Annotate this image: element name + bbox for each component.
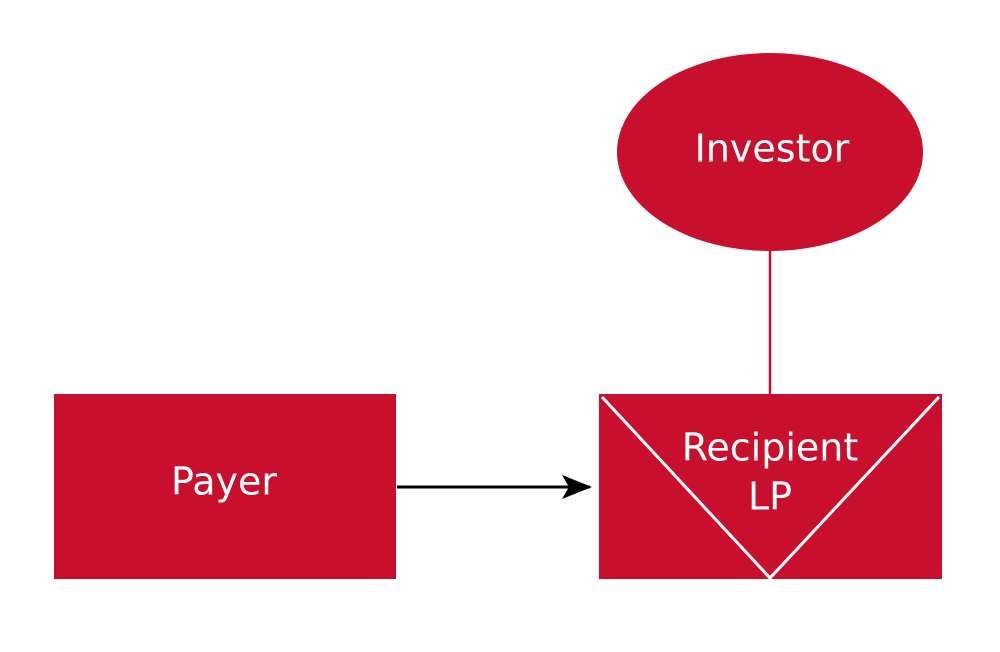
recipient-rectangle	[599, 394, 942, 579]
payer-node: Payer	[54, 394, 396, 579]
recipient-label-line1: Recipient	[682, 426, 859, 470]
investor-label: Investor	[695, 127, 850, 171]
recipient-label-line2: LP	[748, 475, 792, 519]
investor-node: Investor	[617, 53, 923, 251]
investor-ellipse	[617, 53, 923, 251]
recipient-envelope-flap	[600, 395, 941, 581]
payer-label: Payer	[171, 460, 277, 504]
recipient-node: Recipient LP	[599, 394, 942, 581]
payer-rectangle	[54, 394, 396, 579]
